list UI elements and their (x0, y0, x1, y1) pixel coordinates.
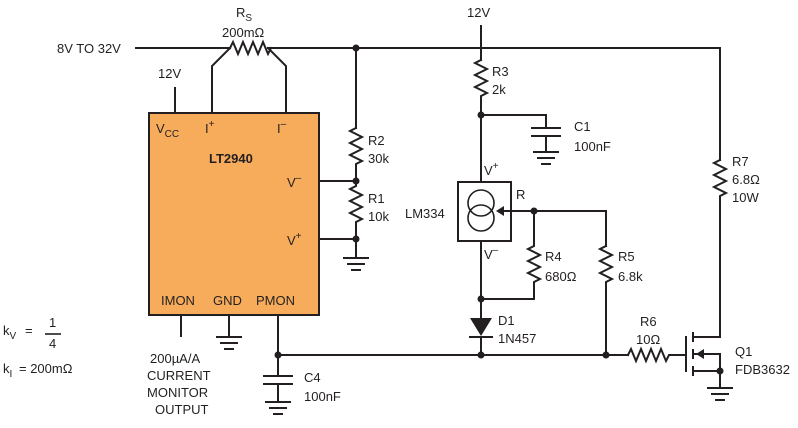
svg-text:OUTPUT: OUTPUT (155, 402, 209, 417)
ground-symbol-q1 (707, 387, 733, 401)
c1-wire (480, 114, 547, 129)
pin-iminus: I– (277, 119, 287, 136)
pin-gnd: GND (213, 293, 242, 308)
svg-text:200µA/A: 200µA/A (150, 351, 200, 366)
svg-text:=: = (25, 323, 33, 338)
r7-resistor: R7 6.8Ω 10W (711, 154, 760, 338)
svg-text:CURRENT: CURRENT (147, 368, 211, 383)
pin-imon: IMON (161, 293, 195, 308)
c4-capacitor: C4 100nF (263, 354, 341, 415)
r1-resistor: R1 10k (347, 180, 389, 240)
svg-text:kV: kV (3, 323, 17, 342)
r5-value: 6.8k (618, 269, 643, 284)
lt2940-ic: LT2940 VCC I+ I– V– V+ IMON GND PMON (148, 112, 320, 316)
svg-text:kI: kI (3, 361, 12, 380)
r7-power: 10W (732, 190, 759, 205)
r1-ref: R1 (368, 191, 385, 206)
lm334-vplus: V+ (484, 161, 499, 178)
vcc-12v-label: 12V (158, 66, 181, 81)
r4-ref: R4 (545, 249, 562, 264)
q1-mosfet: Q1 FDB3632 (685, 332, 790, 377)
lm334-name: LM334 (405, 206, 445, 221)
d1-part: 1N457 (498, 331, 536, 346)
lm334-ic: LM334 V+ V– R (405, 161, 525, 262)
svg-text:= 200mΩ: = 200mΩ (19, 361, 73, 376)
rail-12v-label: 12V (467, 5, 490, 20)
c4-value: 100nF (304, 389, 341, 404)
lm334-r: R (516, 187, 525, 202)
c4-ref: C4 (304, 370, 321, 385)
svg-text:1: 1 (49, 315, 56, 330)
r1-value: 10k (368, 209, 389, 224)
r3-value: 2k (492, 82, 506, 97)
r4-resistor: R4 680Ω (480, 210, 577, 300)
r6-ref: R6 (640, 314, 657, 329)
vplus-wire (318, 238, 357, 259)
r6-value: 10Ω (636, 332, 660, 347)
rs-value: 200mΩ (222, 25, 265, 40)
d1-ref: D1 (498, 313, 515, 328)
pmon-bus (277, 314, 629, 356)
lm334-r-wire (510, 210, 607, 247)
r6-resistor: R6 10Ω (626, 314, 687, 364)
r7-ref: R7 (732, 154, 749, 169)
pin-pmon: PMON (256, 293, 295, 308)
supply-input-label: 8V TO 32V (57, 41, 121, 56)
r2-value: 30k (368, 151, 389, 166)
iminus-sense-wire (266, 46, 287, 114)
q1-part: FDB3632 (735, 362, 790, 377)
r3-resistor: R3 2k (472, 58, 509, 116)
r5-ref: R5 (618, 249, 635, 264)
c1-capacitor: C1 100nF (531, 119, 611, 165)
pin-iplus: I+ (205, 119, 215, 136)
r2-resistor: R2 30k (347, 126, 389, 182)
pin-vminus: V– (287, 173, 302, 190)
pin-vplus: V+ (287, 231, 302, 248)
svg-text:4: 4 (49, 336, 56, 351)
r4-value: 680Ω (545, 269, 577, 284)
svg-text:MONITOR: MONITOR (147, 385, 208, 400)
rs-resistor: RS 200mΩ (222, 5, 273, 57)
c1-ref: C1 (574, 119, 591, 134)
r3-ref: R3 (492, 64, 509, 79)
q1-ref: Q1 (735, 344, 752, 359)
pin-vcc: VCC (156, 121, 179, 140)
ki-equation: kI = 200mΩ (3, 361, 73, 380)
d1-diode: D1 1N457 (469, 313, 536, 356)
c1-value: 100nF (574, 139, 611, 154)
ground-symbol-divider (343, 257, 369, 271)
imon-output-label: 200µA/A CURRENT MONITOR OUTPUT (147, 351, 211, 417)
r7-value: 6.8Ω (732, 172, 760, 187)
rs-ref: RS (236, 5, 252, 24)
r2-ref: R2 (368, 133, 385, 148)
lt2940-name: LT2940 (209, 151, 253, 166)
kv-equation: kV = 1 4 (3, 315, 61, 351)
supply-line (135, 47, 721, 161)
lm334-vminus: V– (484, 245, 499, 262)
lt2940-body (148, 112, 320, 316)
r5-resistor: R5 6.8k (597, 244, 643, 356)
iplus-sense-wire (211, 46, 232, 114)
ground-symbol-ic (216, 336, 242, 350)
